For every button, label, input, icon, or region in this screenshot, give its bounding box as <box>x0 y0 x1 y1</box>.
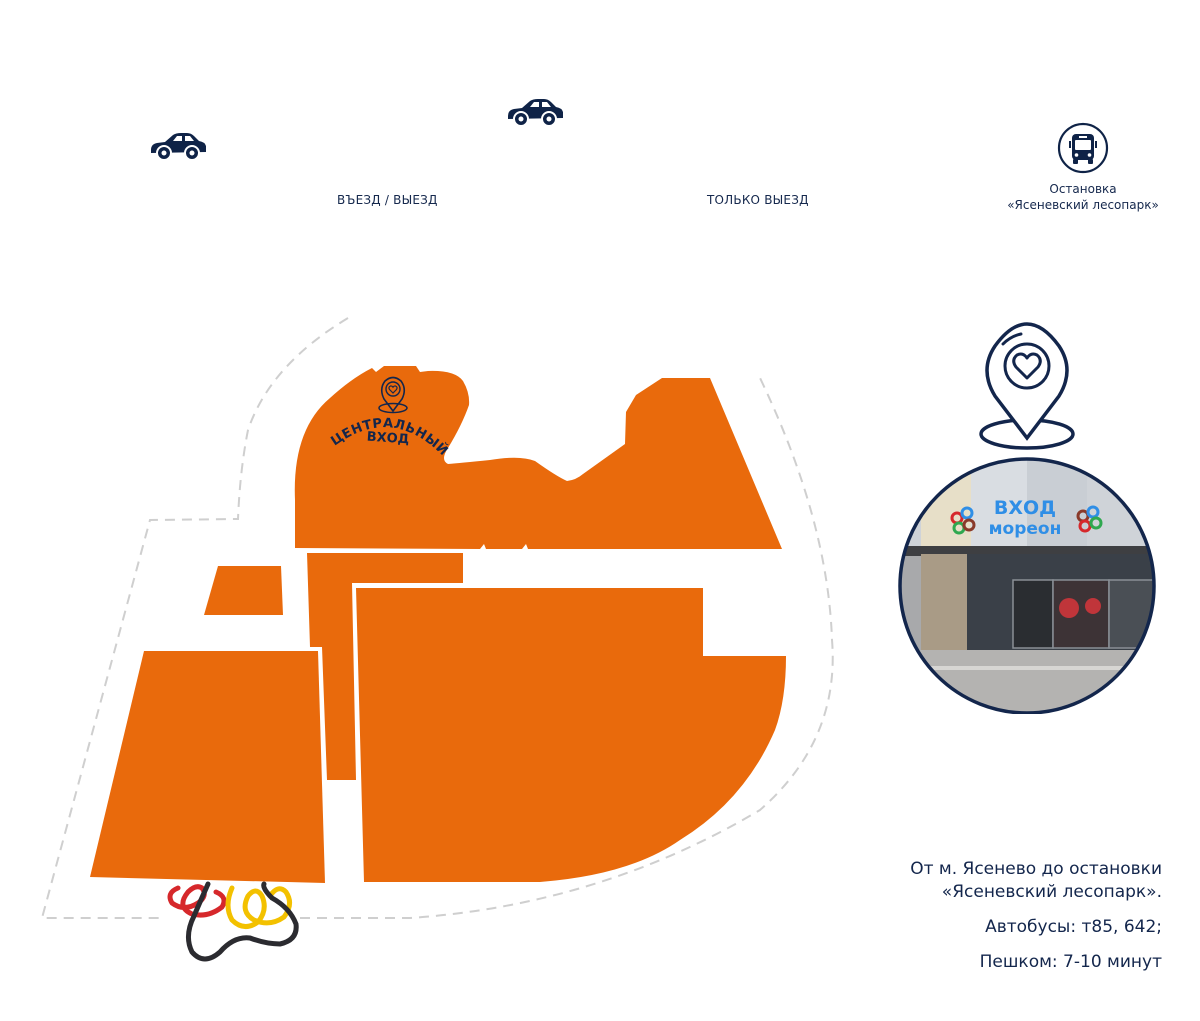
car-icon <box>508 99 563 127</box>
moreon-logo <box>167 881 299 962</box>
moreon-sign-logo-right <box>1076 505 1103 533</box>
walking-path <box>40 317 834 919</box>
bus-stop-name: «Ясеневский лесопарк» <box>1007 198 1159 212</box>
heart-pin-icon <box>378 376 408 414</box>
entrance-photo-marker: ВХОД мореон <box>893 318 1161 714</box>
building-southwest <box>90 651 325 883</box>
car-marker-top <box>506 96 564 128</box>
directions-line2: «Ясеневский лесопарк». <box>941 882 1162 902</box>
building-small-west <box>204 566 283 615</box>
bus-icon <box>1057 122 1109 174</box>
bus-stop-marker <box>1057 122 1109 174</box>
building-southeast <box>356 588 786 882</box>
directions-route: От м. Ясенево до остановки «Ясеневский л… <box>910 858 1162 904</box>
directions-line1: От м. Ясенево до остановки <box>910 859 1162 879</box>
car-marker-left <box>149 130 207 162</box>
heart-pin-icon <box>979 322 1075 450</box>
entrance-photo: ВХОД мореон <box>900 459 1154 713</box>
building-north <box>294 366 782 549</box>
central-entrance-label-line2: ВХОД <box>366 430 410 448</box>
car-icon <box>151 133 206 161</box>
entry-exit-label: ВЪЕЗД / ВЫЕЗД <box>337 193 438 207</box>
building-middle <box>307 553 463 780</box>
directions-walk: Пешком: 7-10 минут <box>979 952 1162 972</box>
moreon-sign-logo-left <box>950 506 976 535</box>
exit-only-label: ТОЛЬКО ВЫЕЗД <box>707 193 809 207</box>
bus-stop-caption: Остановка «Ясеневский лесопарк» <box>1000 181 1166 213</box>
directions-buses: Автобусы: т85, 642; <box>985 917 1162 937</box>
sign-text-moreon: мореон <box>989 519 1062 539</box>
bus-stop-title: Остановка <box>1049 182 1117 196</box>
sign-text-entry: ВХОД <box>994 497 1056 519</box>
